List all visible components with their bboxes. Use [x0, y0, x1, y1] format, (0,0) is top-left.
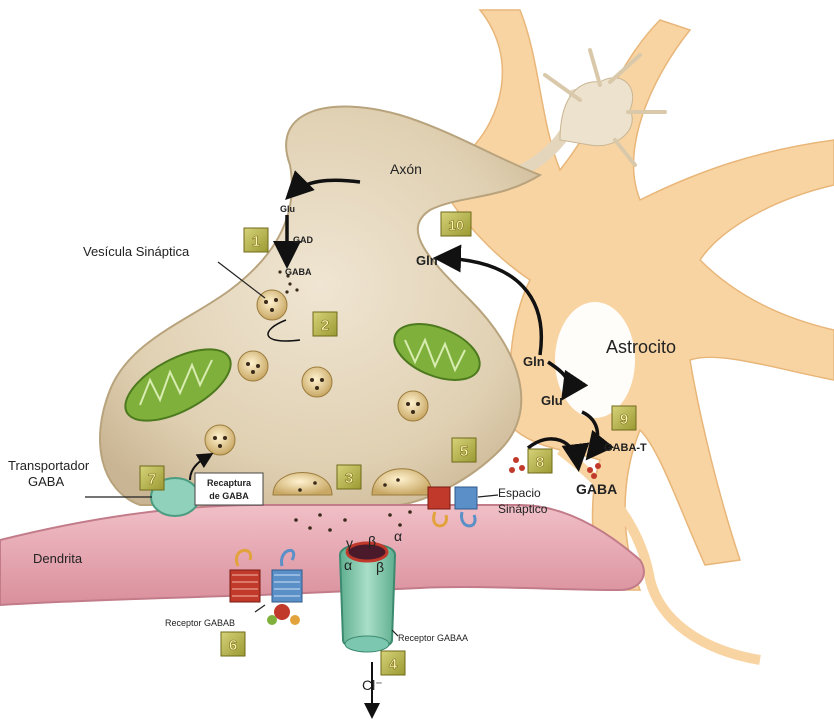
badge-5: 5	[452, 438, 476, 462]
svg-text:6: 6	[229, 637, 237, 654]
dendrite	[0, 505, 644, 605]
badge-2: 2	[313, 312, 337, 336]
badge-10: 10	[441, 212, 471, 236]
vesicle	[398, 391, 428, 421]
astrocyte-label: Astrocito	[606, 337, 676, 357]
badge-1: 1	[244, 228, 268, 252]
axon-label: Axón	[390, 161, 422, 177]
alpha-subunit-label-2: α	[344, 557, 352, 573]
vesicle	[205, 425, 235, 455]
svg-text:10: 10	[448, 217, 464, 233]
vesicle	[238, 351, 268, 381]
reuptake-box: Recaptura de GABA	[195, 473, 263, 505]
synaptic-space-label-1: Espacio	[498, 486, 541, 500]
badge-4: 4	[381, 651, 405, 675]
svg-text:3: 3	[345, 470, 353, 487]
svg-text:5: 5	[460, 443, 468, 460]
svg-text:8: 8	[536, 454, 544, 471]
svg-text:9: 9	[620, 411, 628, 428]
svg-text:2: 2	[321, 317, 329, 334]
badge-3: 3	[337, 465, 361, 489]
glu-astro-label: Glu	[541, 393, 563, 408]
vesicle-label: Vesícula Sináptica	[83, 244, 190, 259]
gln-left-label: Gln	[416, 253, 438, 268]
badge-6: 6	[221, 632, 245, 656]
reuptake-label-1: Recaptura	[207, 478, 252, 488]
badge-9: 9	[612, 406, 636, 430]
astrocyte-nucleus	[555, 302, 635, 418]
svg-text:4: 4	[389, 656, 398, 673]
gaba-top-label: GABA	[285, 267, 312, 277]
gamma-subunit-label: γ	[346, 535, 353, 551]
receptor-a-label: Receptor GABAA	[398, 633, 468, 643]
gaba-astro-label: GABA	[576, 481, 617, 497]
transporter-label-2: GABA	[28, 474, 64, 489]
gad-label: GAD	[293, 235, 314, 245]
svg-text:7: 7	[148, 471, 156, 488]
dendrite-label: Dendrita	[33, 551, 83, 566]
reuptake-label-2: de GABA	[209, 491, 249, 501]
chloride-label: Cl⁻	[362, 677, 383, 693]
gln-right-label: Gln	[523, 354, 545, 369]
beta-subunit-label-1: β	[368, 533, 376, 549]
svg-text:1: 1	[252, 233, 260, 250]
synaptic-space-label-2: Sináptico	[498, 502, 548, 516]
alpha-subunit-label-1: α	[394, 528, 402, 544]
beta-subunit-label-2: β	[376, 559, 384, 575]
vesicle	[302, 367, 332, 397]
receptor-b-label: Receptor GABAB	[165, 618, 235, 628]
badge-8: 8	[528, 449, 552, 473]
glu-top-label: Glu	[280, 204, 295, 214]
transporter-label-1: Transportador	[8, 458, 90, 473]
vesicle	[257, 290, 287, 320]
badge-7: 7	[140, 466, 164, 490]
gaba-t-label: GABA-T	[604, 442, 647, 454]
